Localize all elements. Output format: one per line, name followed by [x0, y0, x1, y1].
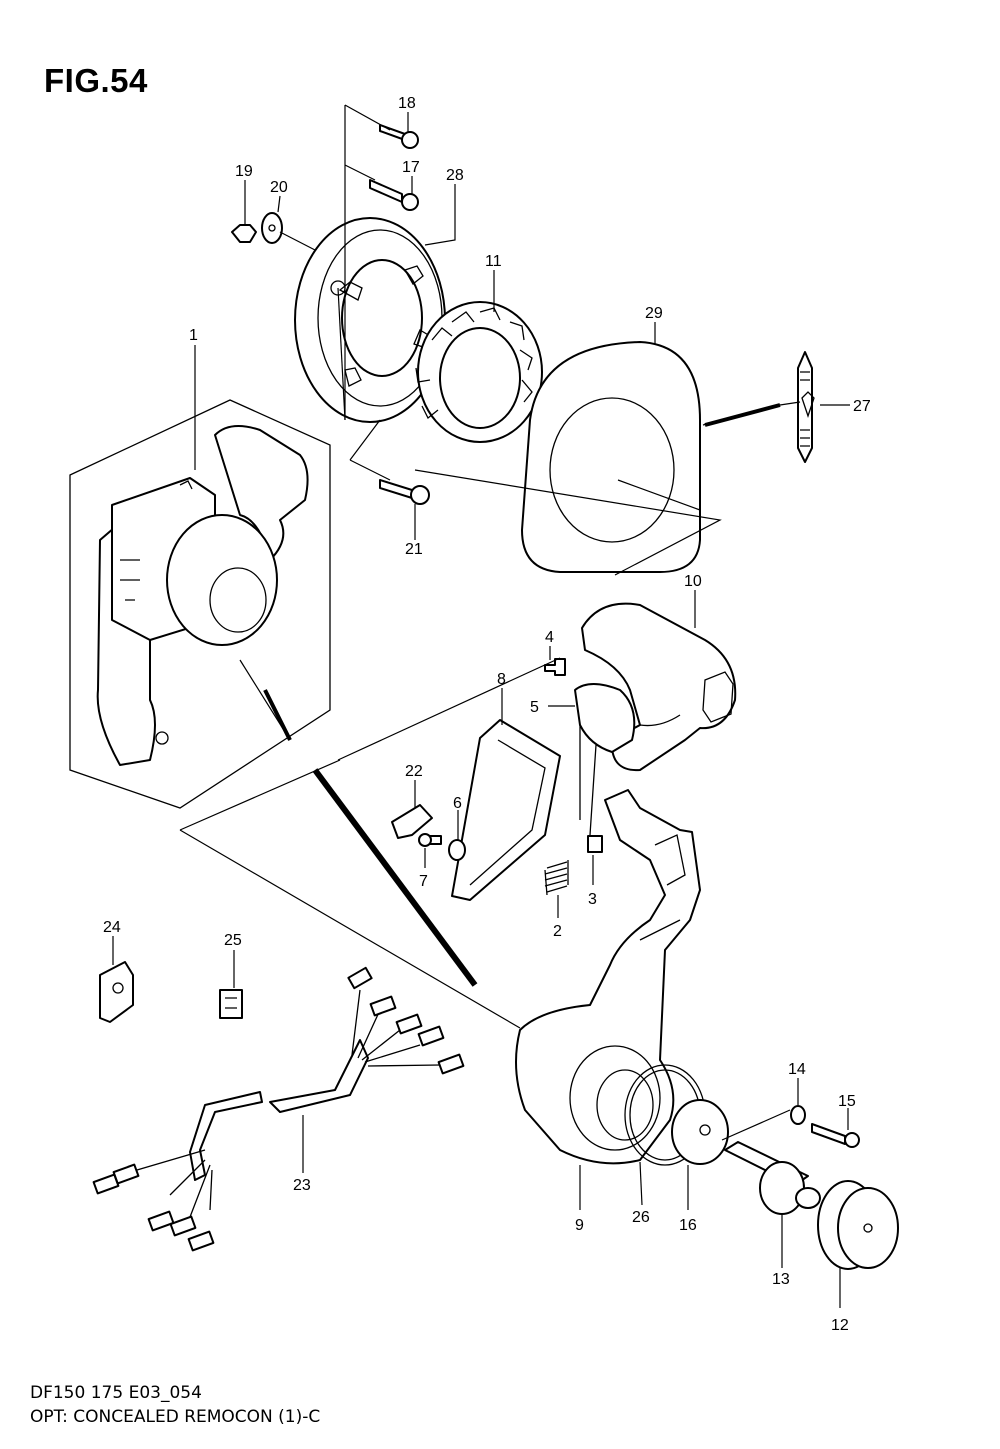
part-11-toothed-ring — [415, 301, 543, 443]
leader-bar-unit — [263, 689, 292, 741]
guide-lines — [179, 104, 801, 1141]
callout-25: 25 — [224, 932, 242, 949]
part-2-spring — [544, 860, 569, 896]
part-16-disc — [671, 1099, 729, 1165]
callout-numbers: 1 2 3 4 5 6 7 8 9 10 11 12 13 14 15 16 1… — [103, 95, 871, 1334]
callout-leaders — [112, 112, 850, 1308]
part-14-washer — [790, 1105, 806, 1125]
part-20-washer — [261, 212, 283, 244]
callout-18: 18 — [398, 95, 416, 112]
part-7-screw — [418, 833, 442, 847]
leader-bar-clip — [704, 403, 781, 427]
callout-6: 6 — [453, 795, 462, 812]
part-25-clip — [219, 989, 243, 1019]
callout-20: 20 — [270, 179, 288, 196]
callout-13: 13 — [772, 1271, 790, 1288]
part-27-clip — [797, 351, 815, 463]
callout-23: 23 — [293, 1177, 311, 1194]
callout-15: 15 — [838, 1093, 856, 1110]
callout-27: 27 — [853, 398, 871, 415]
part-13-shaft — [724, 1141, 821, 1215]
callout-16: 16 — [679, 1217, 697, 1234]
figure-title: FIG.54 — [44, 62, 148, 99]
callout-1: 1 — [189, 327, 198, 344]
callout-21: 21 — [405, 541, 423, 558]
diagram-code: DF150 175 E03_054 — [30, 1383, 202, 1403]
part-29-cover-plate — [521, 341, 701, 573]
part-12-knob — [817, 1180, 899, 1270]
callout-24: 24 — [103, 919, 121, 936]
callout-26: 26 — [632, 1209, 650, 1226]
part-17-screw — [369, 179, 419, 211]
callout-9: 9 — [575, 1217, 584, 1234]
part-6-washer — [448, 839, 466, 861]
part-8-bracket — [451, 719, 561, 901]
callout-10: 10 — [684, 573, 702, 590]
callout-7: 7 — [419, 873, 428, 890]
callout-17: 17 — [402, 159, 420, 176]
callout-14: 14 — [788, 1061, 806, 1078]
callout-28: 28 — [446, 167, 464, 184]
callout-3: 3 — [588, 891, 597, 908]
callout-19: 19 — [235, 163, 253, 180]
diagram-description: OPT: CONCEALED REMOCON (1)-C — [30, 1407, 321, 1427]
leader-bar-main — [312, 768, 478, 987]
callout-12: 12 — [831, 1317, 849, 1334]
part-19-nut — [231, 224, 257, 243]
callout-8: 8 — [497, 671, 506, 688]
callout-4: 4 — [545, 629, 554, 646]
part-4-bolt — [544, 658, 566, 676]
callout-29: 29 — [645, 305, 663, 322]
part-9-arm-housing — [515, 789, 701, 1165]
part-23-wire-harness — [92, 966, 465, 1252]
part-10-lever-housing — [581, 602, 737, 772]
part-15-screw — [811, 1123, 860, 1148]
part-22-latch — [391, 804, 433, 839]
callout-5: 5 — [530, 699, 539, 716]
part-18-screw — [379, 124, 419, 149]
part-3-screw — [587, 835, 603, 853]
callout-2: 2 — [553, 923, 562, 940]
part-24-connector — [99, 961, 134, 1023]
part-5-lever-knob — [574, 683, 636, 836]
part-21-screw — [379, 479, 430, 505]
callout-11: 11 — [485, 253, 502, 270]
part-1-control-unit — [69, 399, 331, 809]
callout-22: 22 — [405, 763, 423, 780]
